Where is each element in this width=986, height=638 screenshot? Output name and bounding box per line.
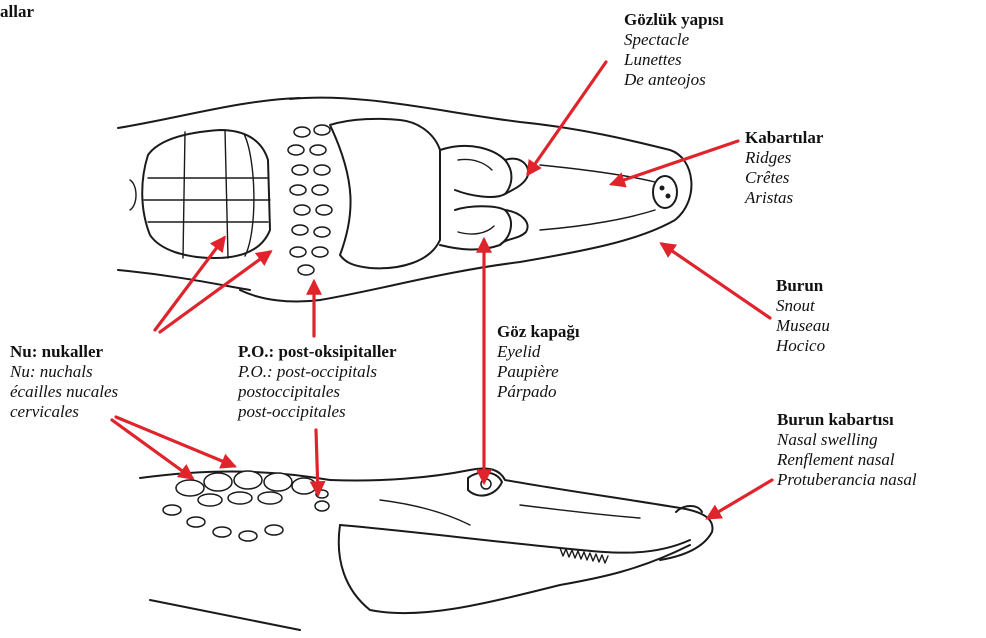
corner-label-fragment: allar (0, 2, 34, 22)
label-snout-en: Snout (776, 296, 830, 316)
label-nuchals-en: Nu: nuchals (10, 362, 118, 382)
label-eyelid-es: Párpado (497, 382, 580, 402)
label-eyelid-en: Eyelid (497, 342, 580, 362)
label-ridges-en: Ridges (745, 148, 823, 168)
label-eyelid: Göz kapağı Eyelid Paupière Párpado (497, 322, 580, 402)
label-nuchals-fr: écailles nucales (10, 382, 118, 402)
label-nasal-swelling: Burun kabartısı Nasal swelling Renflemen… (777, 410, 917, 490)
label-postoccipitals: P.O.: post-oksipitaller P.O.: post-occip… (238, 342, 397, 422)
arrow-lateral-nuchal-1 (112, 420, 192, 478)
label-spectacle-fr: Lunettes (624, 50, 724, 70)
post-occipital-scales (288, 125, 332, 275)
label-snout-fr: Museau (776, 316, 830, 336)
arrow-snout (662, 244, 770, 318)
lateral-nuchal-scales (163, 471, 329, 541)
label-snout-es: Hocico (776, 336, 830, 356)
label-spectacle-title: Gözlük yapısı (624, 10, 724, 30)
arrow-lateral-nuchal-2 (116, 417, 234, 466)
label-snout: Burun Snout Museau Hocico (776, 276, 830, 356)
label-spectacle: Gözlük yapısı Spectacle Lunettes De ante… (624, 10, 724, 90)
label-nasal-swelling-es: Protuberancia nasal (777, 470, 917, 490)
label-postoccipitals-title: P.O.: post-oksipitaller (238, 342, 397, 362)
label-postoccipitals-es: post-occipitales (238, 402, 397, 422)
label-spectacle-en: Spectacle (624, 30, 724, 50)
corner-fragment-text: allar (0, 2, 34, 22)
lateral-view-head (140, 468, 713, 630)
label-snout-title: Burun (776, 276, 830, 296)
arrow-nasal-swelling (708, 480, 772, 518)
label-nuchals-es: cervicales (10, 402, 118, 422)
arrow-spectacle (528, 62, 606, 174)
label-ridges: Kabartılar Ridges Crêtes Aristas (745, 128, 823, 208)
label-postoccipitals-fr: postoccipitales (238, 382, 397, 402)
label-ridges-title: Kabartılar (745, 128, 823, 148)
label-nuchals: Nu: nukaller Nu: nuchals écailles nucale… (10, 342, 118, 422)
label-nasal-swelling-title: Burun kabartısı (777, 410, 917, 430)
label-nasal-swelling-en: Nasal swelling (777, 430, 917, 450)
arrow-lateral-postoccipital (316, 430, 318, 494)
dorsal-view-head (118, 98, 691, 302)
label-eyelid-title: Göz kapağı (497, 322, 580, 342)
label-ridges-fr: Crêtes (745, 168, 823, 188)
label-ridges-es: Aristas (745, 188, 823, 208)
label-spectacle-es: De anteojos (624, 70, 724, 90)
label-postoccipitals-en: P.O.: post-occipitals (238, 362, 397, 382)
arrow-nuchal-2 (160, 252, 270, 332)
label-nuchals-title: Nu: nukaller (10, 342, 118, 362)
arrow-ridges (612, 141, 738, 184)
label-nasal-swelling-fr: Renflement nasal (777, 450, 917, 470)
label-eyelid-fr: Paupière (497, 362, 580, 382)
